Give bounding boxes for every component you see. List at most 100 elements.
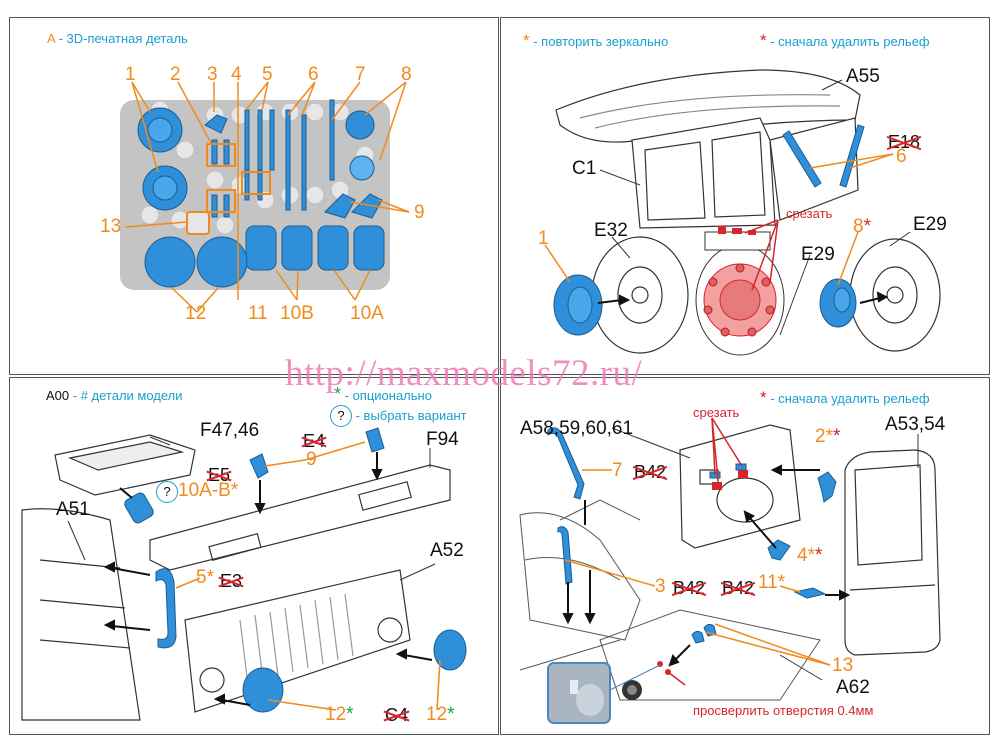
- thumbnail-photo: [547, 662, 642, 724]
- label-4: 4**: [797, 545, 822, 567]
- panel-d-leaders: [611, 427, 919, 681]
- label-e5: E5: [208, 465, 230, 486]
- b42-top-struck: B42: [634, 462, 667, 482]
- label-e18: E18: [888, 132, 920, 153]
- label-f94: F94: [426, 429, 459, 450]
- label-12-right-star: *: [447, 704, 455, 725]
- wheel-e32: [591, 236, 689, 354]
- label-2-num: 2: [815, 426, 826, 447]
- label-11-num: 11: [758, 572, 778, 593]
- label-3: 3: [655, 576, 666, 597]
- cabin-interior: [519, 499, 821, 701]
- label-12-right-num: 12: [426, 704, 448, 725]
- watermark-url: http://maxmodels72.ru/: [285, 353, 643, 394]
- label-srezat-b: срезать: [786, 206, 833, 221]
- label-8: 8*: [853, 216, 871, 238]
- label-10ab-text: 10A-B: [178, 480, 231, 501]
- thumb-leader: [609, 664, 661, 691]
- label-e3: E3: [220, 571, 242, 592]
- label-e29-right: E29: [913, 214, 947, 235]
- part-label-2: 2: [170, 64, 181, 85]
- part-label-12: 12: [185, 303, 207, 324]
- label-c1: C1: [572, 158, 597, 179]
- variant-text: - выбрать вариант: [352, 408, 467, 423]
- red-star: *: [760, 31, 767, 50]
- label-8-star: *: [863, 216, 871, 237]
- label-a58-61: A58,59,60,61: [520, 418, 634, 439]
- variant-circle: ?: [330, 405, 352, 427]
- part-8-hub: [819, 278, 857, 328]
- label-4-star-red: *: [814, 545, 823, 566]
- label-e4: E4: [303, 431, 325, 452]
- tray-f47: [54, 434, 196, 496]
- part-label-10b: 10B: [280, 303, 314, 324]
- label-12-right: 12*: [426, 704, 455, 726]
- green-star: *: [334, 384, 342, 404]
- e5-struck: E5: [208, 465, 231, 485]
- label-a52: A52: [430, 540, 464, 561]
- door-panel-a58: [679, 424, 801, 549]
- panel-b-leaders: [599, 79, 911, 336]
- panel-d-arrows: [562, 464, 851, 667]
- wheel-e29-red-hub: [695, 244, 785, 356]
- wheel-e29-right: [849, 238, 941, 352]
- label-2-star-orange: *: [825, 426, 833, 447]
- panel-a-legend: A - 3D-печатная деталь: [47, 31, 188, 46]
- label-e32: E32: [594, 220, 628, 241]
- panel-d-legend-relief: * - сначала удалить рельеф: [760, 388, 930, 408]
- label-10ab-circle: ?: [156, 481, 178, 503]
- label-c4: C4: [385, 705, 408, 726]
- part-label-10a: 10A: [350, 303, 384, 324]
- part-label-5: 5: [262, 64, 273, 85]
- e4-struck: E4: [303, 431, 326, 451]
- label-4-star-orange: *: [807, 545, 815, 566]
- red-star-d: *: [760, 388, 767, 407]
- label-5-num: 5: [196, 567, 207, 588]
- label-8-num: 8: [853, 216, 864, 237]
- highlight-boxes: [206, 143, 271, 213]
- panel-b-orange-leaders: [544, 153, 894, 286]
- label-b42-top: B42: [634, 462, 666, 483]
- panel-d-red-leaders: [667, 417, 743, 686]
- label-10ab-star: *: [230, 480, 239, 501]
- label-9: 9: [306, 449, 317, 470]
- relief-text-d: - сначала удалить рельеф: [766, 391, 930, 406]
- panel-b-red-leaders: [744, 219, 779, 291]
- part-label-11: 11: [248, 303, 268, 324]
- label-12-left: 12*: [325, 704, 354, 726]
- legend-3d-text: - 3D-печатная деталь: [54, 31, 188, 46]
- label-4-num: 4: [797, 545, 808, 566]
- label-f4746: F47,46: [200, 420, 260, 441]
- label-a5354: A53,54: [885, 414, 946, 435]
- label-5: 5*: [196, 567, 214, 589]
- part-label-4: 4: [231, 64, 242, 85]
- cut-block: [704, 226, 771, 251]
- label-srezat-d: срезать: [693, 405, 740, 420]
- b42-mid-struck: B42: [673, 578, 706, 598]
- e3-struck: E3: [220, 571, 243, 591]
- mirror-text: - повторить зеркально: [529, 34, 669, 49]
- label-12-left-num: 12: [325, 704, 347, 725]
- a00-text: A00: [46, 388, 70, 403]
- part-label-13: 13: [100, 216, 122, 237]
- panel-c-blue-parts: [124, 427, 467, 713]
- label-10ab: ?10A-B*: [156, 480, 238, 503]
- label-a62: A62: [836, 677, 870, 698]
- label-13: 13: [832, 655, 854, 676]
- label-5-star: *: [206, 567, 214, 588]
- panel-c-legend-variant: ? - выбрать вариант: [330, 405, 467, 427]
- part-6-strips: [782, 124, 865, 188]
- door-a53: [844, 449, 941, 656]
- label-a55: A55: [846, 66, 880, 87]
- body-a51: [21, 508, 141, 721]
- label-e29-mid: E29: [801, 244, 835, 265]
- orange-star: *: [523, 31, 530, 50]
- panel-c-leaders: [67, 436, 436, 581]
- part-label-9: 9: [414, 202, 425, 223]
- panel-c-legend-optional: * - опционально: [334, 384, 432, 405]
- hash-text: - # детали модели: [69, 388, 183, 403]
- e18-struck: E18: [888, 132, 921, 152]
